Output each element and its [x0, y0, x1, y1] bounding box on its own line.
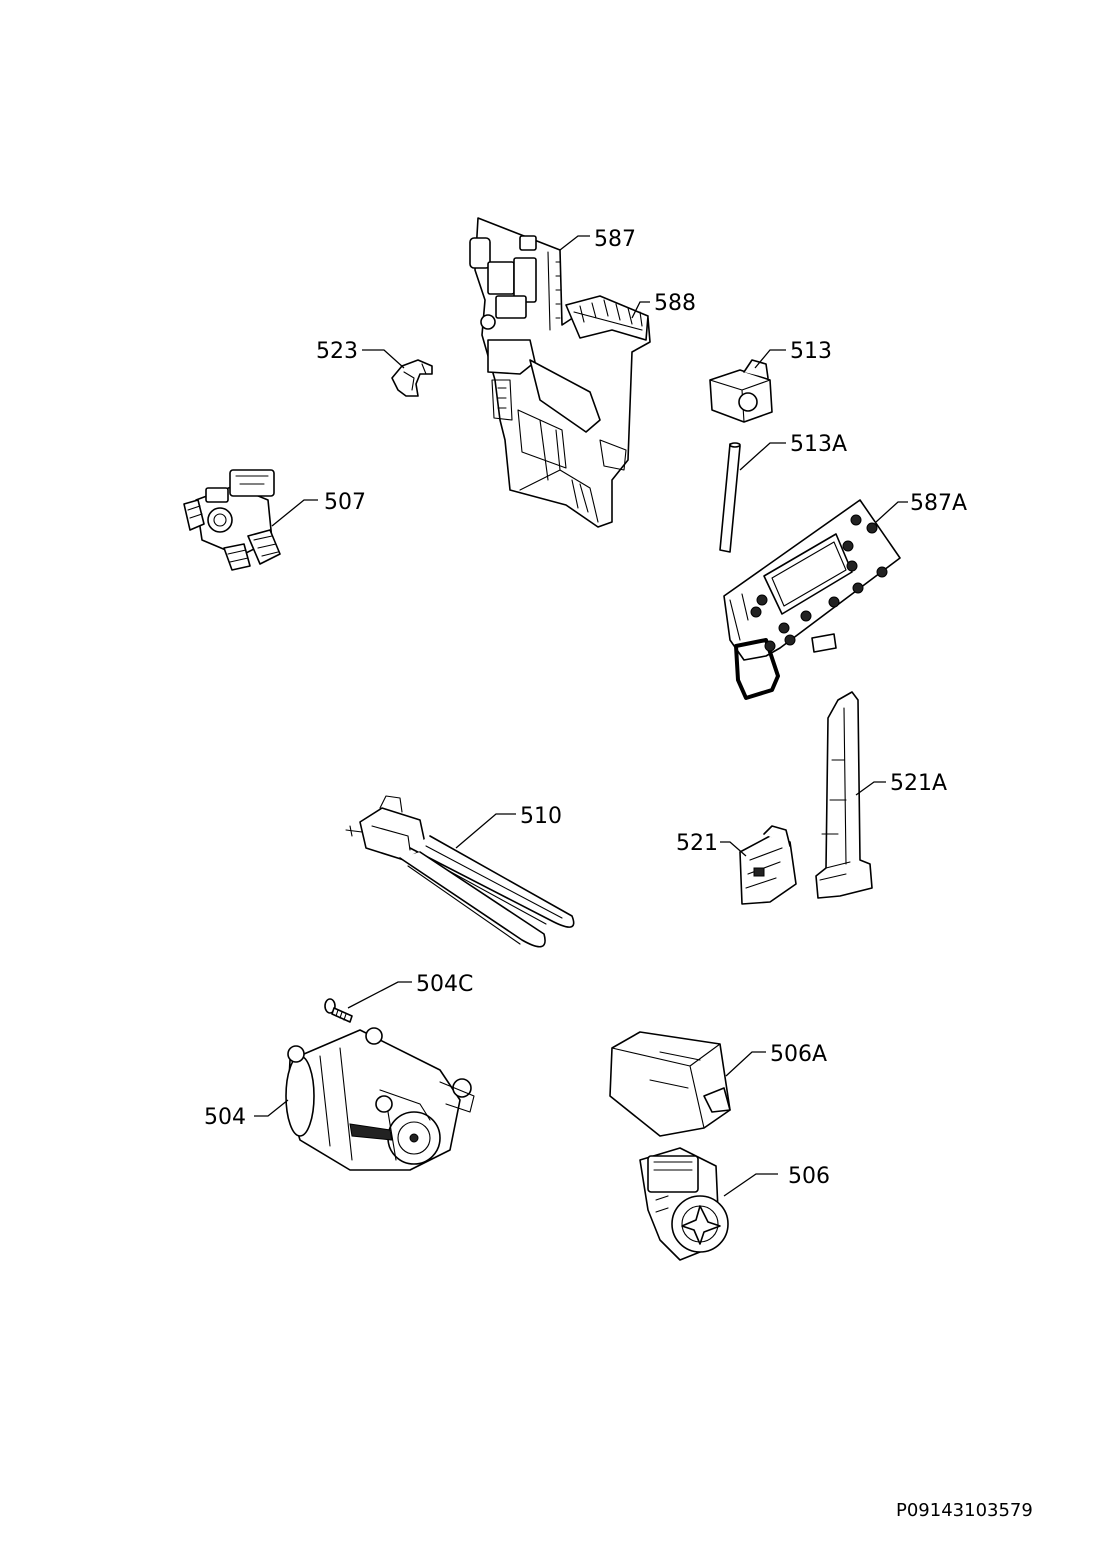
part-521a-bracket: [815, 691, 873, 899]
callout-521: 521: [676, 831, 718, 856]
part-587a-display-board: [723, 499, 901, 700]
leader-506a: [725, 1051, 766, 1077]
document-number: P09143103579: [896, 1500, 1033, 1521]
leader-513a: [739, 442, 786, 471]
leader-504: [254, 1099, 289, 1117]
callout-587a: 587A: [910, 491, 967, 516]
callout-507: 507: [324, 490, 366, 515]
part-506a-pump-cover: [609, 1031, 731, 1137]
leader-504c: [347, 981, 412, 1009]
part-507-inlet-valve: [183, 469, 281, 571]
part-587-588-control-module: [469, 217, 651, 528]
leader-510: [455, 813, 516, 849]
leader-523: [362, 349, 405, 369]
part-506-drain-pump: [639, 1147, 729, 1261]
leader-506: [723, 1173, 778, 1197]
leader-588: [631, 301, 650, 319]
callout-513: 513: [790, 339, 832, 364]
leader-507: [271, 499, 318, 527]
part-513a-rod: [719, 442, 741, 553]
callout-513a: 513A: [790, 432, 847, 457]
leader-521a: [855, 781, 886, 796]
callout-506a: 506A: [770, 1042, 827, 1067]
callout-523: 523: [316, 339, 358, 364]
callout-504: 504: [204, 1105, 246, 1130]
display-cable: [734, 638, 780, 700]
callout-521a: 521A: [890, 771, 947, 796]
callout-587: 587: [594, 227, 636, 252]
callout-504c: 504C: [416, 972, 473, 997]
part-521-door-lock: [739, 825, 797, 905]
leader-521: [720, 841, 747, 857]
leader-513: [754, 349, 786, 369]
part-504-motor: [285, 1027, 475, 1171]
callout-510: 510: [520, 804, 562, 829]
leader-587: [559, 235, 590, 251]
part-510-heating-element: [345, 795, 575, 948]
callout-588: 588: [654, 291, 696, 316]
part-504c-screw: [324, 998, 353, 1023]
leader-587a: [875, 501, 908, 523]
part-523-clip: [391, 359, 433, 397]
callout-506: 506: [788, 1164, 830, 1189]
part-513-relay: [709, 359, 773, 423]
